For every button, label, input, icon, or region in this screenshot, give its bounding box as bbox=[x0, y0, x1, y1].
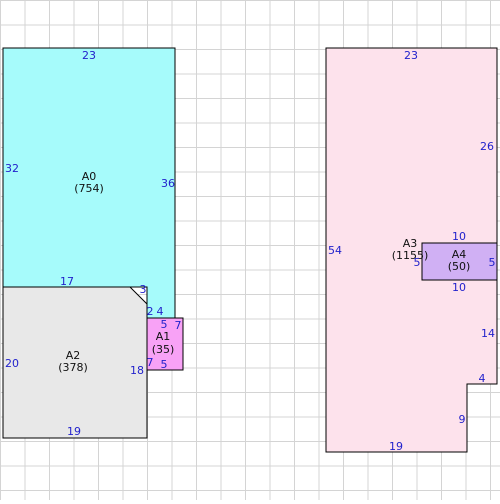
dim-a2-right: 18 bbox=[130, 364, 144, 377]
area-a3-name: A3 bbox=[403, 237, 418, 250]
dim-a4-left: 5 bbox=[414, 256, 421, 269]
dim-a4-right: 5 bbox=[489, 256, 496, 269]
area-a4-shape[interactable] bbox=[421, 242, 498, 281]
dim-a4-bottom: 10 bbox=[452, 281, 466, 294]
dim-a0-left: 32 bbox=[5, 162, 19, 175]
area-a3-value: (1155) bbox=[392, 249, 429, 262]
area-a1-name: A1 bbox=[156, 330, 171, 343]
area-a2-name: A2 bbox=[66, 349, 81, 362]
dim-a1-left-lower: 7 bbox=[147, 356, 154, 369]
area-a1-shape[interactable] bbox=[146, 317, 184, 371]
area-a2-shape[interactable] bbox=[2, 286, 148, 439]
area-a4-value: (50) bbox=[448, 260, 471, 273]
dim-a2-bottom: 19 bbox=[67, 425, 81, 438]
dim-a3-left: 54 bbox=[328, 244, 342, 257]
area-a3-shape[interactable] bbox=[325, 47, 498, 453]
area-a1-value: (35) bbox=[152, 343, 175, 356]
dim-a3-right: 26 bbox=[480, 140, 494, 153]
dim-a3-notch-top: 4 bbox=[479, 372, 486, 385]
area-a2-value: (378) bbox=[58, 361, 88, 374]
dim-a4-top: 10 bbox=[452, 230, 466, 243]
dim-a0-right: 36 bbox=[161, 177, 175, 190]
dim-a1-inner-top: 5 bbox=[161, 318, 168, 331]
area-a0-name: A0 bbox=[82, 170, 97, 183]
dim-a1-right: 7 bbox=[175, 319, 182, 332]
dim-a1-inner-bottom: 5 bbox=[161, 358, 168, 371]
dim-a3-notch-side: 9 bbox=[459, 413, 466, 426]
dim-a3-right-lower: 14 bbox=[481, 327, 495, 340]
dim-a3-bottom: 19 bbox=[389, 440, 403, 453]
area-a0-value: (754) bbox=[74, 182, 104, 195]
dim-a3-top: 23 bbox=[404, 49, 418, 62]
dim-a0-top: 23 bbox=[82, 49, 96, 62]
dim-a1-left-upper: 2 bbox=[147, 305, 154, 318]
dim-a1-top: 4 bbox=[157, 305, 164, 318]
area-a4-name: A4 bbox=[452, 248, 467, 261]
dim-a2-left: 20 bbox=[5, 357, 19, 370]
dim-a0-bottom: 17 bbox=[60, 275, 74, 288]
dim-a2-chamfer: 3 bbox=[140, 283, 147, 296]
